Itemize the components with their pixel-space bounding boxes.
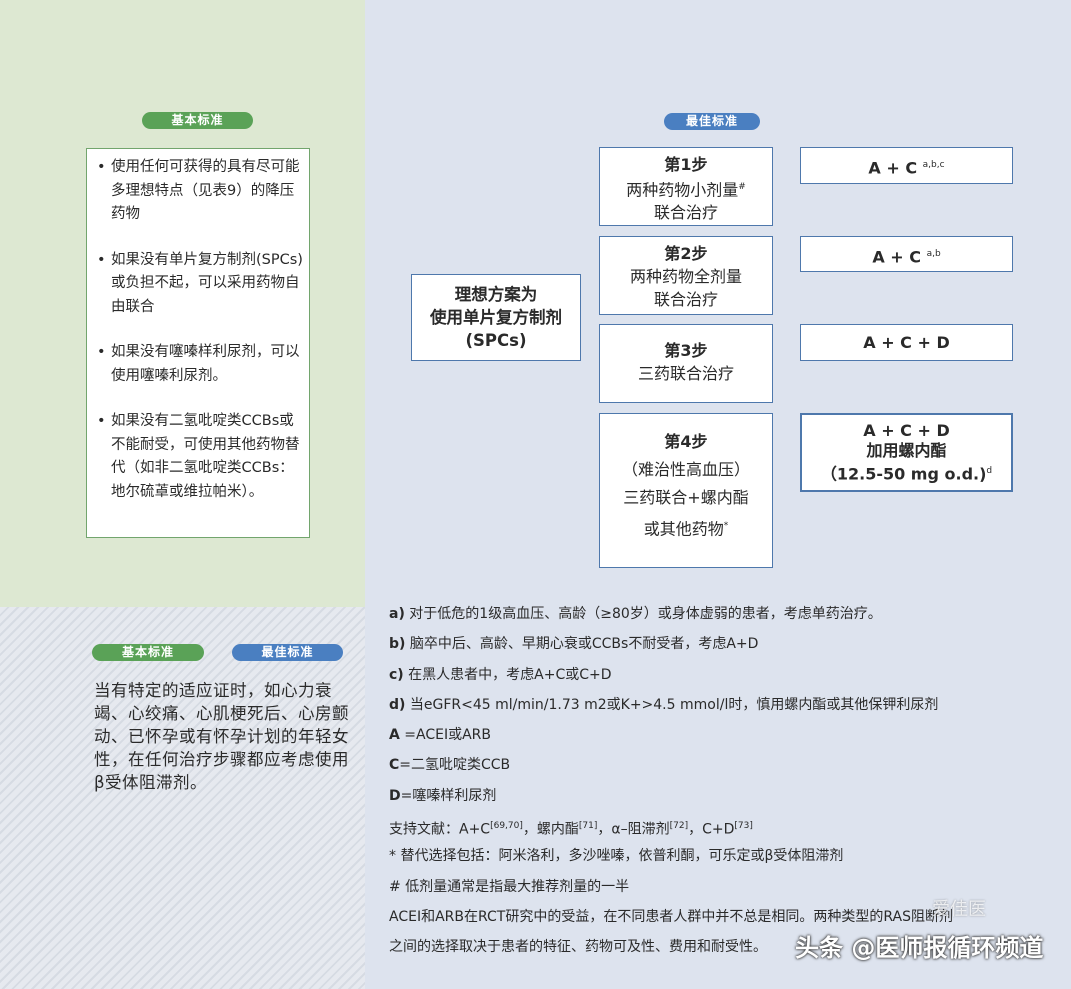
note-star: * 替代选择包括：阿米洛利，多沙唑嗪，依普利酮，可乐定或β受体阻滞剂	[389, 848, 844, 865]
footnotes: a) 对于低危的1级高血压、高龄（≥80岁）或身体虚弱的患者，考虑单药治疗。 b…	[389, 604, 1059, 968]
source-watermark: 头条 @医师报循环频道	[795, 934, 1044, 962]
basic-standard-box: 使用任何可获得的具有尽可能多理想特点（见表9）的降压药物 如果没有单片复方制剂(…	[86, 148, 310, 538]
basic-standard-list: 使用任何可获得的具有尽可能多理想特点（见表9）的降压药物 如果没有单片复方制剂(…	[95, 156, 303, 504]
step-4-result: A + C + D 加用螺内酯 （12.5-50 mg o.d.)d	[800, 413, 1013, 492]
step-1-title: 第1步	[664, 155, 708, 174]
note-a: a) 对于低危的1级高血压、高龄（≥80岁）或身体虚弱的患者，考虑单药治疗。	[389, 606, 882, 622]
note-c-definition: C=二氢吡啶类CCB	[389, 757, 511, 774]
step-3-title: 第3步	[664, 341, 708, 360]
note-b: b) 脑卒中后、高龄、早期心衰或CCBs不耐受者，考虑A+D	[389, 636, 759, 653]
basic-standard-badge: 基本标准	[142, 112, 253, 129]
note-d-definition: D=噻嗪样利尿剂	[389, 787, 497, 804]
step-4-result-line-2: 加用螺内酯	[866, 441, 947, 460]
note-paragraph-1: ACEI和ARB在RCT研究中的受益，在不同患者人群中并不总是相同。两种类型的R…	[389, 908, 953, 925]
step-4-line-3: 或其他药物*	[643, 519, 729, 539]
step-2-line-1: 两种药物全剂量	[629, 267, 742, 286]
beta-blocker-panel-background	[0, 607, 365, 989]
ideal-line-2: 使用单片复方制剂	[430, 308, 562, 327]
basic-item-2: 如果没有单片复方制剂(SPCs)或负担不起，可以采用药物自由联合	[95, 249, 303, 320]
step-4-result-line-1: A + C + D	[863, 421, 950, 440]
bottom-basic-badge: 基本标准	[92, 644, 204, 661]
step-4-line-2: 三药联合+螺内酯	[623, 488, 749, 507]
low-dose-mark: #	[738, 182, 746, 192]
step-1-line-2: 联合治疗	[653, 203, 718, 223]
basic-item-4: 如果没有二氢吡啶类CCBs或不能耐受，可使用其他药物替代（如非二氢吡啶类CCBs…	[95, 410, 303, 504]
note-d: d) 当eGFR<45 ml/min/1.73 m2或K+>4.5 mmol/l…	[389, 696, 939, 713]
step-1-line-1: 两种药物小剂量#	[626, 180, 746, 200]
step-4-title: 第4步	[664, 432, 708, 451]
step-4-line-1: （难治性高血压）	[621, 460, 750, 479]
best-standard-badge: 最佳标准	[664, 113, 760, 130]
step-2-box: 第2步 两种药物全剂量 联合治疗	[599, 236, 773, 315]
step-1-result: A + C a,b,c	[800, 147, 1013, 184]
basic-item-1: 使用任何可获得的具有尽可能多理想特点（见表9）的降压药物	[95, 156, 303, 227]
step-3-result: A + C + D	[800, 324, 1013, 361]
step-2-result: A + C a,b	[800, 236, 1013, 272]
note-c: c) 在黑人患者中，考虑A+C或C+D	[389, 666, 612, 683]
ideal-line-3: (SPCs)	[465, 331, 527, 350]
alternative-mark: *	[723, 521, 729, 531]
step-3-line-1: 三药联合治疗	[637, 364, 734, 383]
step-2-title: 第2步	[664, 244, 708, 263]
step-2-line-2: 联合治疗	[653, 290, 718, 309]
step-4-result-line-3: （12.5-50 mg o.d.)d	[820, 464, 993, 484]
ideal-line-1: 理想方案为	[454, 285, 538, 304]
note-references: 支持文献：A+C[69,70]，螺内酯[71]，α–阻滞剂[72]，C+D[73…	[389, 821, 753, 838]
step-4-box: 第4步 （难治性高血压） 三药联合+螺内酯 或其他药物*	[599, 413, 773, 568]
beta-blocker-text: 当有特定的适应证时，如心力衰竭、心绞痛、心肌梗死后、心房颤动、已怀孕或有怀孕计划…	[94, 681, 349, 792]
note-hash: # 低剂量通常是指最大推荐剂量的一半	[389, 878, 630, 895]
faint-watermark: 爱佳医	[932, 899, 986, 920]
basic-item-3: 如果没有噻嗪样利尿剂，可以使用噻嗪利尿剂。	[95, 341, 303, 388]
note-paragraph-2: 之间的选择取决于患者的特征、药物可及性、费用和耐受性。	[389, 939, 767, 956]
note-a-definition: A =ACEI或ARB	[389, 727, 492, 744]
step-3-box: 第3步 三药联合治疗	[599, 324, 773, 403]
ideal-regimen-box: 理想方案为 使用单片复方制剂 (SPCs)	[411, 274, 581, 361]
step-1-box: 第1步 两种药物小剂量# 联合治疗	[599, 147, 773, 226]
bottom-best-badge: 最佳标准	[232, 644, 343, 661]
